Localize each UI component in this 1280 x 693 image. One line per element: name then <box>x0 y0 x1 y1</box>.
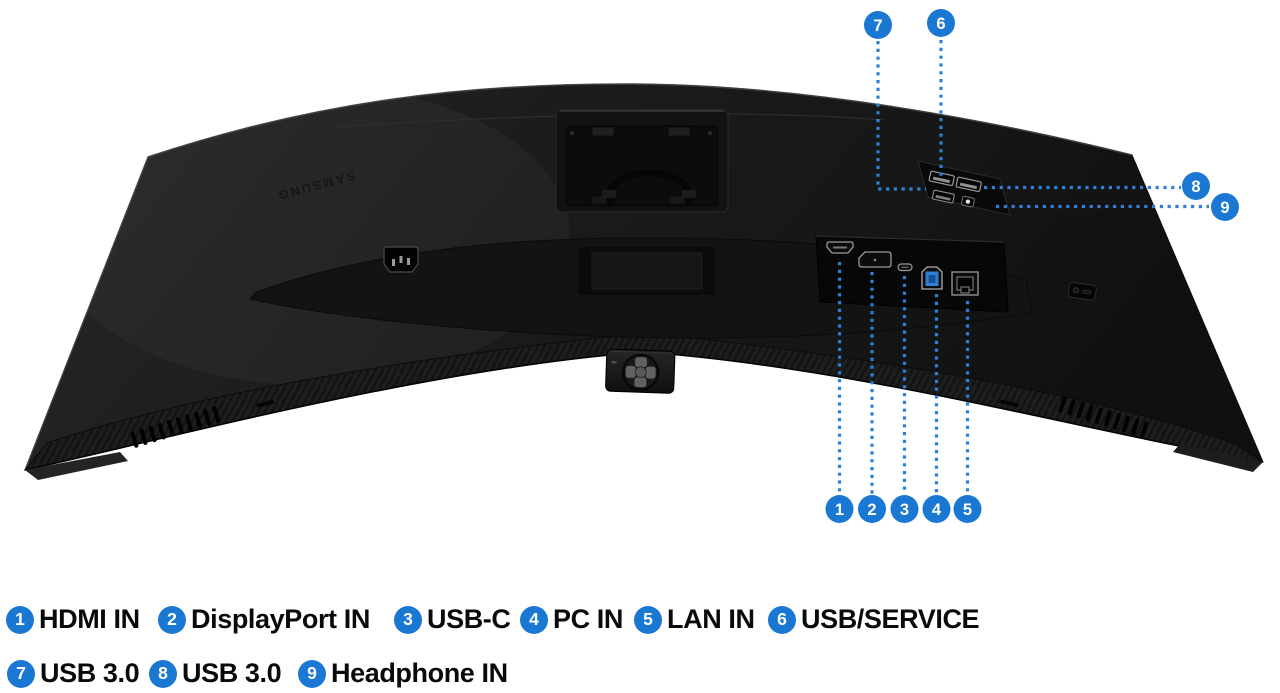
legend-item-usb3-a: 7 USB 3.0 <box>7 658 140 689</box>
legend-label-3: USB-C <box>427 604 511 634</box>
legend-item-headphone-in: 9 Headphone IN <box>298 658 508 689</box>
svg-text:3: 3 <box>900 501 909 519</box>
legend-label-8: USB 3.0 <box>182 658 282 688</box>
usb-b-port-icon <box>921 266 943 290</box>
service-slot-right <box>999 399 1019 408</box>
legend-item-usb-c: 3 USB-C <box>394 604 511 635</box>
legend-num-6: 6 <box>768 605 796 634</box>
callout-circle-2: 2 <box>858 495 886 523</box>
lan-port-icon <box>951 271 979 296</box>
callout-circle-7: 7 <box>864 11 892 39</box>
leader-line-7 <box>876 41 926 191</box>
legend-label-9: Headphone IN <box>331 658 508 688</box>
legend-num-3: 3 <box>394 605 422 634</box>
left-tip-edge <box>25 452 128 480</box>
svg-text:7: 7 <box>873 17 882 35</box>
mount-clip <box>667 126 691 137</box>
vesa-mount <box>555 109 729 213</box>
screw-hole <box>570 131 574 135</box>
legend-num-5: 5 <box>634 605 662 634</box>
legend-num-1: 1 <box>6 605 34 634</box>
callout-circle-8: 8 <box>1182 172 1210 200</box>
left-edge-highlight <box>24 156 149 471</box>
callout-circle-5: 5 <box>953 495 982 523</box>
svg-text:2: 2 <box>867 501 876 519</box>
hdmi-port-icon <box>826 241 854 254</box>
legend-item-usb-service: 6 USB/SERVICE <box>768 604 980 635</box>
legend-item-displayport-in: 2 DisplayPort IN <box>158 604 370 635</box>
svg-text:5: 5 <box>963 501 972 519</box>
jog-button <box>605 348 676 394</box>
svg-text:8: 8 <box>1191 178 1200 196</box>
callout-circle-6: 6 <box>927 9 955 37</box>
legend-num-4: 4 <box>520 605 548 634</box>
leader-lines <box>837 40 1209 494</box>
kensington-lock-slot <box>1067 281 1097 301</box>
usb-service-port-icon <box>928 170 955 187</box>
svg-text:1: 1 <box>835 501 844 519</box>
callout-circle-4: 4 <box>922 495 951 523</box>
legend-label-6: USB/SERVICE <box>801 604 980 634</box>
sheen <box>50 85 570 385</box>
legend-num-9: 9 <box>298 659 326 688</box>
svg-text:9: 9 <box>1220 199 1229 217</box>
legend-label-1: HDMI IN <box>39 604 140 634</box>
service-slot-left <box>256 400 275 408</box>
legend-num-2: 2 <box>158 605 186 634</box>
stand-release-arch <box>606 169 692 205</box>
legend-item-usb3-b: 8 USB 3.0 <box>149 658 282 689</box>
svg-text:6: 6 <box>936 15 945 33</box>
power-inlet <box>383 246 419 273</box>
legend-label-4: PC IN <box>553 604 624 634</box>
callout-markers: 1 2 3 4 5 6 7 8 <box>825 9 1239 523</box>
vent-grille-left <box>130 406 221 448</box>
right-tip-edge <box>1173 444 1263 472</box>
svg-text:4: 4 <box>932 501 942 519</box>
legend-label-7: USB 3.0 <box>40 658 140 688</box>
legend-num-7: 7 <box>7 659 35 688</box>
usb-c-port-icon <box>897 263 913 272</box>
legend-item-lan-in: 5 LAN IN <box>634 604 755 635</box>
legend-label-2: DisplayPort IN <box>191 604 370 634</box>
screw-hole <box>708 131 712 135</box>
headphone-jack-icon <box>961 195 975 208</box>
legend-item-hdmi-in: 1 HDMI IN <box>6 604 140 635</box>
callout-circle-3: 3 <box>890 495 919 523</box>
mount-clip <box>591 126 615 137</box>
usb3-port-top-icon <box>955 176 982 193</box>
legend-item-pc-in: 4 PC IN <box>520 604 623 635</box>
vent-grille-right <box>1058 396 1149 438</box>
callout-circle-9: 9 <box>1211 193 1239 221</box>
legend-num-8: 8 <box>149 659 177 688</box>
callout-circle-1: 1 <box>825 495 854 523</box>
displayport-port-icon <box>858 251 892 268</box>
label-sticker <box>591 252 703 290</box>
top-edge-highlight <box>147 83 1133 158</box>
legend-label-5: LAN IN <box>667 604 755 634</box>
usb3-port-bottom-icon <box>931 189 955 204</box>
